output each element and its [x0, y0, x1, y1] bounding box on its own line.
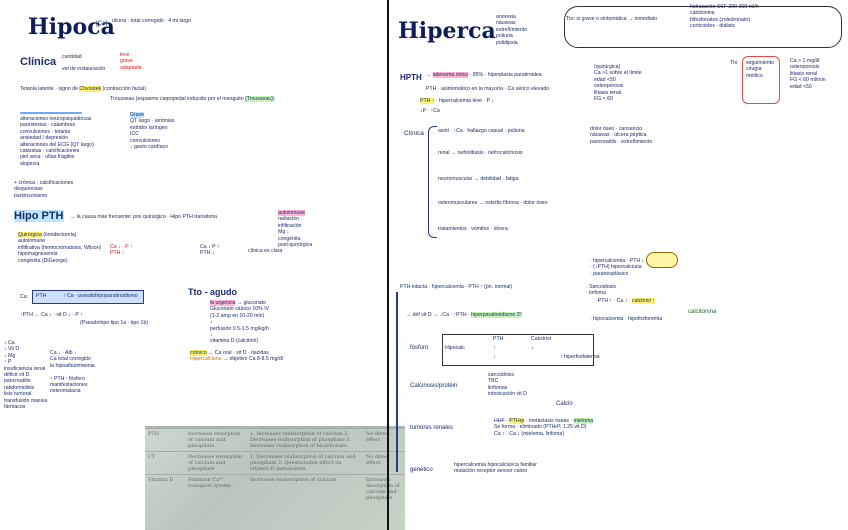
hpth-desc3: PTH ↑ · hipercalcemia leve · P ↓ [420, 98, 495, 104]
top-cloud [564, 6, 842, 48]
photo-row: PTH Increases resorption of calcium and … [145, 428, 405, 452]
clinica-1: asint · ↑Ca · hallazgo casual · poliuria [438, 128, 525, 134]
calcinosis-label: Calcinosis/protéin [410, 383, 458, 389]
tto-box [742, 56, 780, 104]
trousseau-text: Trousseau (espasmo carpopedal inducido p… [110, 96, 275, 102]
clinica-item-2: vel de instauración [62, 66, 106, 72]
sub-list: + crónica · calcificaciones disquinesias… [14, 180, 74, 199]
hipopth-lab2: clínica es clara [248, 248, 283, 254]
hiperfosfatemia: ↑ hiperfosfatemia [560, 354, 600, 360]
vitd-side2: · hipocalcemia · hipofosforemia [590, 316, 663, 322]
hpth-label: HPTH [400, 73, 422, 82]
hipopth-lab: Ca ↓ P ↑PTH ↓ [200, 244, 220, 257]
photo-row: CT Decreases resorption of calcium and p… [145, 451, 405, 475]
tto-top-note: Tto: si grave o sintomática → inmediato [566, 16, 658, 22]
left-title-note: [Ca] [96, 21, 108, 27]
clinica-label: Clínica [20, 56, 57, 68]
pth-rule: ↑PTH ← Ca ↓ · vit D ↓ · P ↑ [20, 312, 83, 318]
pthrp-circle [646, 252, 678, 268]
clinica-5: tratamientos · vómitos · úlcera [438, 226, 508, 232]
hipopth-title: Hipo PTH [14, 210, 64, 222]
pth-intacta-right: · hipercalcemia · PTH ↓ · PTHrp ↑· (↓PTH… [590, 258, 668, 277]
left-title: Hipoca [28, 14, 115, 40]
tetania-text: Tetania latente · signo de Chvostek (con… [20, 86, 147, 92]
page-divider [387, 0, 389, 530]
pth-box: PTH ↑ Ca · pseudohipoparatiroidismo [32, 290, 144, 304]
tumores-list: HHF · PTHrp · metástasis óseas · mieloma… [494, 418, 594, 437]
pth-intacta-right2: · Sarcoidosis· linfoma [586, 284, 616, 297]
ca-row: Ca: [20, 294, 29, 300]
genetico-label: genético [410, 467, 433, 473]
mini-table: PTH Calcitriol Hipocalc ↑ ↓ ↓ [442, 334, 594, 366]
calcitonina-label: calcitonina [688, 309, 717, 315]
hpth-desc: → adenoma único · 85% · hiperplasia para… [426, 72, 542, 78]
hipopth-red: Ca ↓ · P ↑PTH ↓ [110, 244, 133, 257]
clinica-4: osteomusculares → osteítis fibrosa · dol… [438, 200, 548, 206]
vitd-row: → déf vit D → ↓Ca · ↑PTH · hiperparatiro… [406, 312, 522, 318]
right-title: Hiperca [398, 18, 496, 44]
pth-intacta-row: PTH intacta · hipercalcemia · PTH ↑ (pn.… [400, 284, 513, 290]
left-note-1: ulcera · total corregido · 4 mi largo [112, 18, 191, 24]
tto-right-label: Tto [730, 60, 738, 66]
tree-line [396, 292, 398, 472]
tumores-label: tumores renales [410, 425, 454, 431]
hpth-desc2: PTH · asintomático en la mayoría · Ca sé… [426, 86, 550, 92]
calcio-label: Calcio [556, 401, 573, 407]
pth-rule2: (Pseudohipo tipo 1a · tipo 1b) [80, 320, 149, 326]
photo-row: Vitamin D Maintain Ca²⁺ transport system… [145, 474, 405, 503]
clinica-bracket [428, 126, 437, 238]
clinica-2: renal → nefrolitiasis · nefrocalcinosis [438, 150, 523, 156]
clinica-3: neuromuscular → debilidad · fatiga [438, 176, 519, 182]
clinica-right-label: Clínica [404, 130, 424, 137]
fosforo-label: fósforo [410, 345, 429, 351]
hipopth-desc: → la causa más frecuente: pos quirúrgico… [70, 214, 218, 220]
textbook-photo: PTH Increases resorption of calcium and … [145, 426, 405, 530]
vitd-side: ·PTH ↑ · Ca ↓ · calcitriol ↑ [596, 298, 655, 304]
clinica-item-1: cantidad [62, 54, 82, 60]
tto-label: Tto - agudo [188, 287, 237, 297]
hpth-desc4: ↓P · ↑Ca [420, 108, 440, 114]
blue-underline [20, 112, 82, 114]
photo-table: PTH Increases resorption of calcium and … [145, 426, 405, 503]
